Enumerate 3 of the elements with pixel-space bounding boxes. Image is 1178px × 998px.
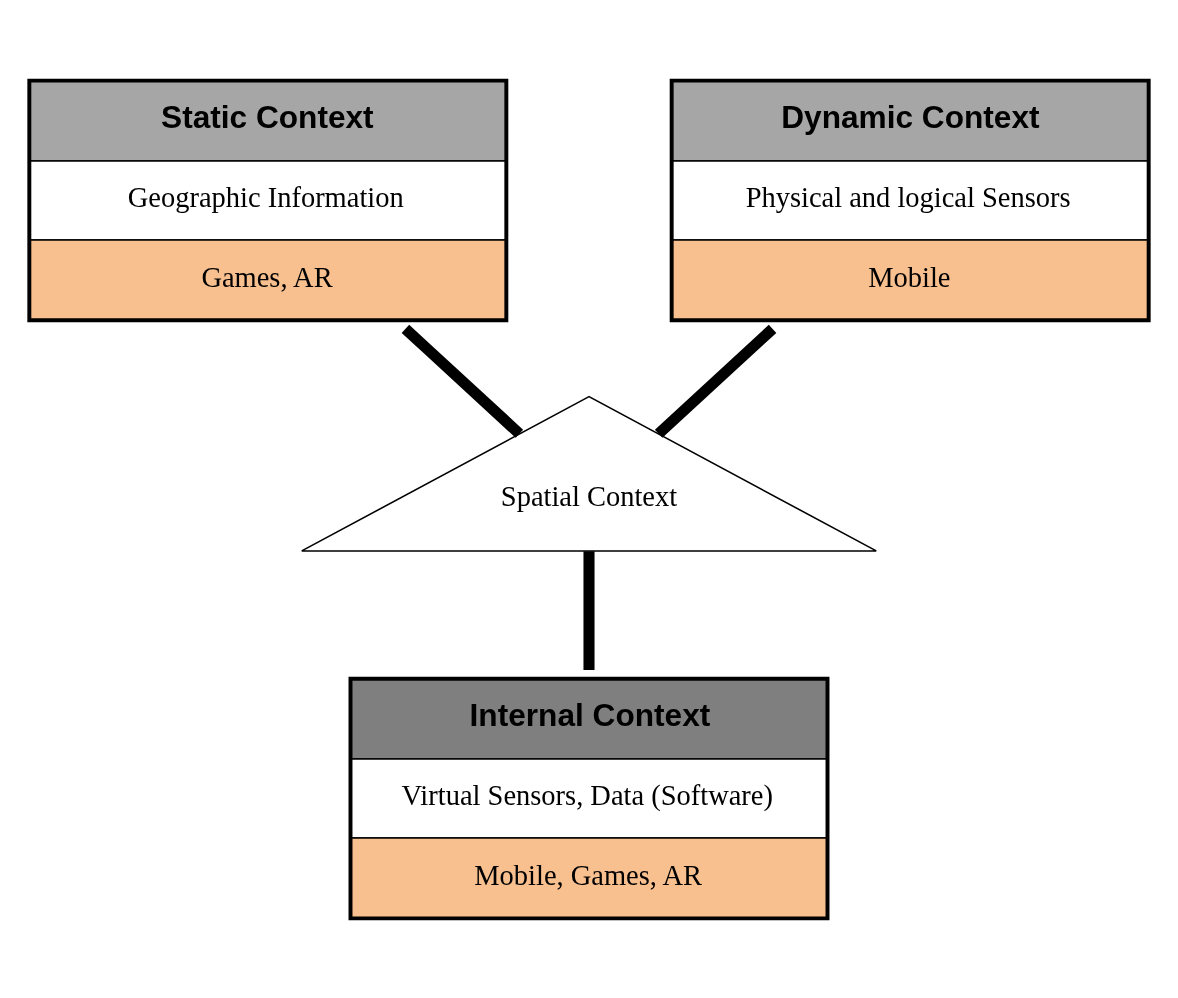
connector <box>583 550 595 670</box>
connector <box>654 324 777 438</box>
connector <box>401 324 524 438</box>
